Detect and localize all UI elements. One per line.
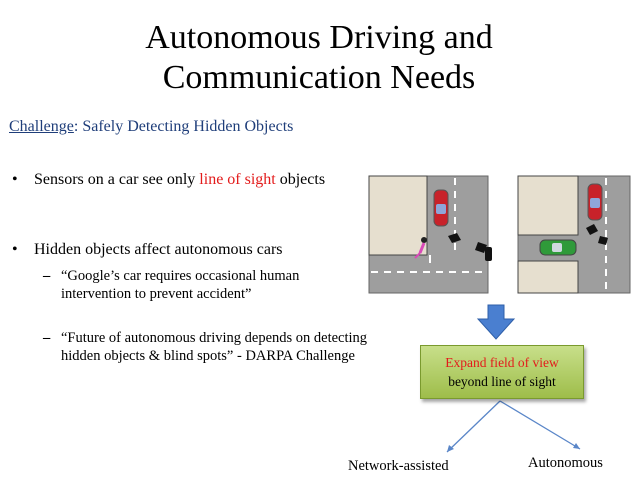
left-intersection-diagram xyxy=(368,175,492,294)
down-arrow-icon xyxy=(476,304,516,340)
bullet-dot: • xyxy=(12,241,18,258)
branch-line-right xyxy=(499,400,581,450)
title-line-2: Communication Needs xyxy=(162,59,476,96)
expand-box-line-2: beyond line of sight xyxy=(448,374,556,389)
branch-arrows xyxy=(446,400,581,453)
challenge-text: : Safely Detecting Hidden Objects xyxy=(73,118,294,135)
camera-sensor-icon xyxy=(586,224,608,245)
bullet-dot: • xyxy=(12,171,18,188)
pedestrian-icon xyxy=(414,237,427,259)
red-car-icon xyxy=(433,189,449,227)
slide-title: Autonomous Driving and Communication Nee… xyxy=(0,18,638,98)
arrowhead-left xyxy=(447,445,454,452)
building-block xyxy=(517,175,579,236)
label-network-assisted: Network-assisted xyxy=(348,458,449,474)
arrowhead-right xyxy=(573,443,580,449)
title-line-1: Autonomous Driving and xyxy=(145,19,493,56)
expand-box-line-1: Expand field of view xyxy=(445,355,559,370)
building-block xyxy=(368,175,428,256)
bullet-1-highlight: line of sight xyxy=(199,171,276,188)
label-autonomous: Autonomous xyxy=(528,455,603,471)
branch-line-left xyxy=(446,400,501,453)
bullet-2-text: Hidden objects affect autonomous cars xyxy=(34,241,283,258)
green-car-icon xyxy=(539,239,577,256)
building-block xyxy=(517,260,579,294)
sub-bullet-dash: – xyxy=(43,330,51,346)
challenge-heading: Challenge: Safely Detecting Hidden Objec… xyxy=(9,118,293,136)
sub-bullet-1-text: “Google’s car requires occasional human … xyxy=(61,268,300,302)
challenge-label: Challenge xyxy=(9,118,74,135)
sub-bullet-google: – “Google’s car requires occasional huma… xyxy=(43,267,361,303)
right-intersection-diagram xyxy=(517,175,631,294)
bullet-hidden-objects: • Hidden objects affect autonomous cars xyxy=(12,240,364,260)
bullet-1-text-after: objects xyxy=(275,171,326,188)
sub-bullet-darpa: – “Future of autonomous driving depends … xyxy=(43,329,381,365)
bullet-line-of-sight: • Sensors on a car see only line of sigh… xyxy=(12,170,364,190)
camera-sensor-icon xyxy=(448,233,492,261)
red-car-icon xyxy=(587,183,603,221)
sub-bullet-dash: – xyxy=(43,268,51,284)
expand-field-of-view-box: Expand field of view beyond line of sigh… xyxy=(420,345,584,399)
sub-bullet-2-text: “Future of autonomous driving depends on… xyxy=(61,330,368,364)
bullet-1-text-before: Sensors on a car see only xyxy=(34,171,200,188)
